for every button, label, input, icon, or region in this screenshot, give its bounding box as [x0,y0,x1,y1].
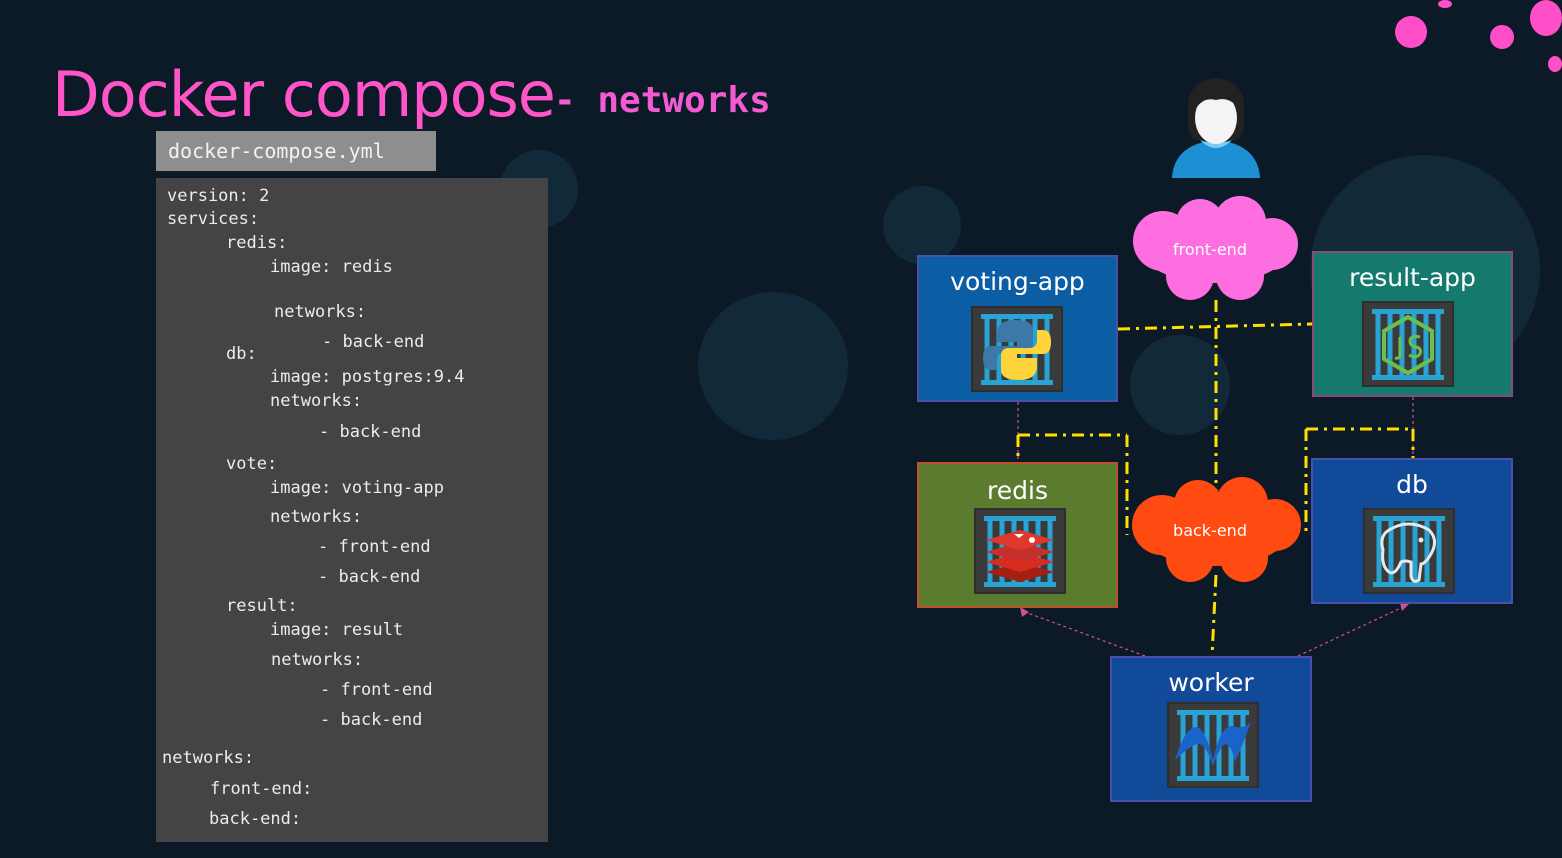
page-subtitle: - networks [554,80,771,121]
decorative-dot [1530,0,1562,36]
code-line: vote: [226,454,278,474]
code-line: - front-end [318,537,431,557]
back-end-network-line [1210,574,1218,657]
db-service: db [1311,458,1513,604]
code-line: image: result [270,620,404,640]
nodejs-icon [1372,309,1444,380]
container-icon [1362,301,1454,387]
code-line: version: 2 [167,186,270,206]
code-line: image: postgres:9.4 [270,367,465,387]
link-line [1024,611,1146,657]
code-line: - back-end [320,710,423,730]
code-line: db: [226,344,257,364]
code-line: back-end: [209,809,302,829]
code-line: image: redis [270,257,393,277]
service-label: redis [987,476,1048,505]
background-circle [698,292,848,440]
code-line: networks: [271,650,364,670]
code-line: networks: [274,302,367,322]
back-end-cloud [1132,477,1301,582]
decorative-dot [1395,16,1427,48]
front-end-cloud [1133,196,1298,300]
code-line: networks: [270,391,363,411]
code-line: - back-end [318,567,421,587]
python-icon [981,314,1053,385]
code-line: services: [167,209,260,229]
code-line: redis: [226,233,288,253]
redis-icon [984,516,1056,587]
container-icon [971,306,1063,392]
container-icon [974,508,1066,594]
voting-app-service: voting-app [917,255,1118,402]
code-line: networks: [270,507,363,527]
service-label: db [1396,470,1428,499]
code-line: - front-end [320,680,433,700]
code-line: front-end: [210,779,313,799]
service-label: result-app [1349,263,1476,292]
dotnet-icon [1175,710,1251,781]
code-line: networks: [162,748,255,768]
code-line: - back-end [322,332,425,352]
link-line [1297,605,1406,657]
code-block: version: 2 services: redis: image: redis… [156,178,548,842]
service-label: worker [1168,668,1254,697]
file-tab: docker-compose.yml [156,131,436,171]
background-circle [1130,335,1230,435]
front-end-network-label: front-end [1173,240,1247,259]
code-line: - back-end [319,422,422,442]
worker-service: worker [1110,656,1312,802]
decorative-dot [1548,56,1562,72]
container-icon [1363,508,1455,594]
code-line: image: voting-app [270,478,444,498]
arrowhead [1400,603,1410,611]
arrowhead [1020,607,1029,617]
user-avatar-icon [1172,78,1260,178]
page-title: Docker compose [52,58,556,131]
service-label: voting-app [950,267,1085,296]
background-circle [883,186,961,264]
decorative-dot [1490,25,1514,49]
redis-service: redis [917,462,1118,608]
back-end-network-label: back-end [1173,521,1247,540]
front-end-network-line [1117,322,1313,331]
decorative-dot [1438,0,1452,8]
result-app-service: result-app [1312,251,1513,397]
postgresql-icon [1373,516,1445,587]
code-line: result: [226,596,298,616]
container-icon [1167,702,1259,788]
